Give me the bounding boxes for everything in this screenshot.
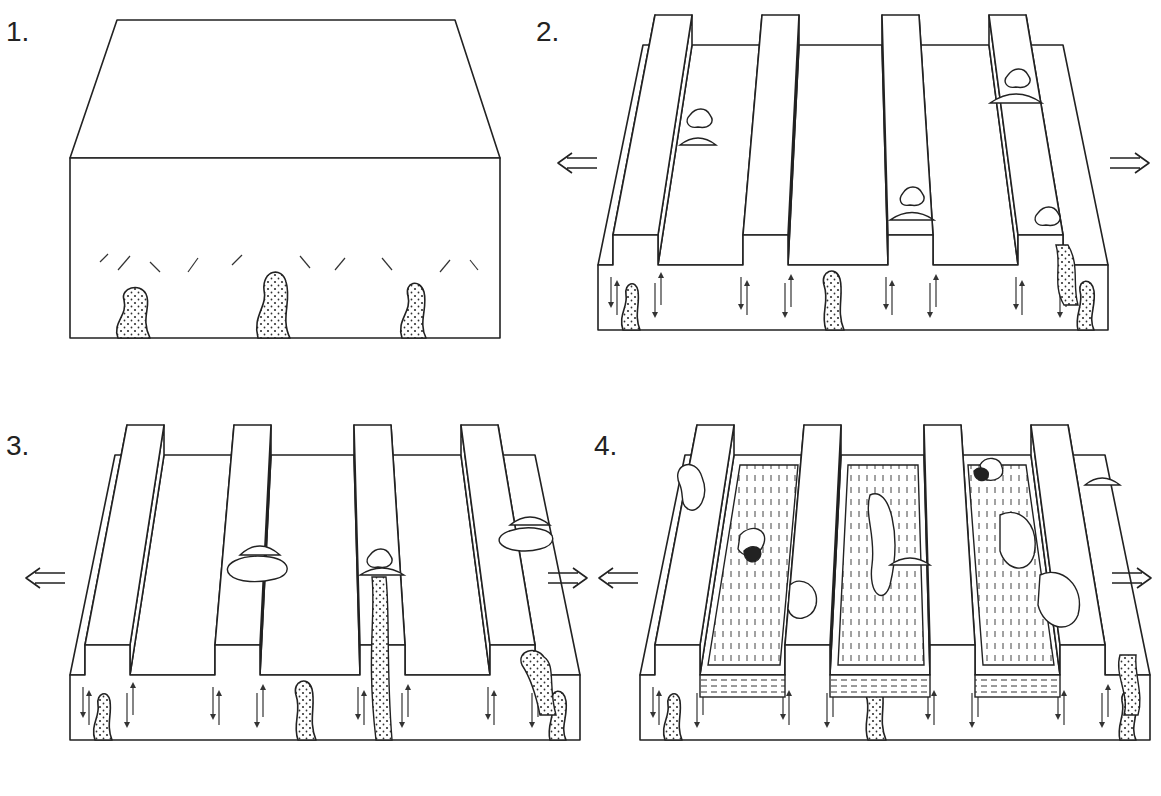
panel-number: 3. [6,432,29,460]
panel-number: 4. [594,432,617,460]
panel-number: 1. [6,18,29,46]
panel-number: 2. [536,18,559,46]
